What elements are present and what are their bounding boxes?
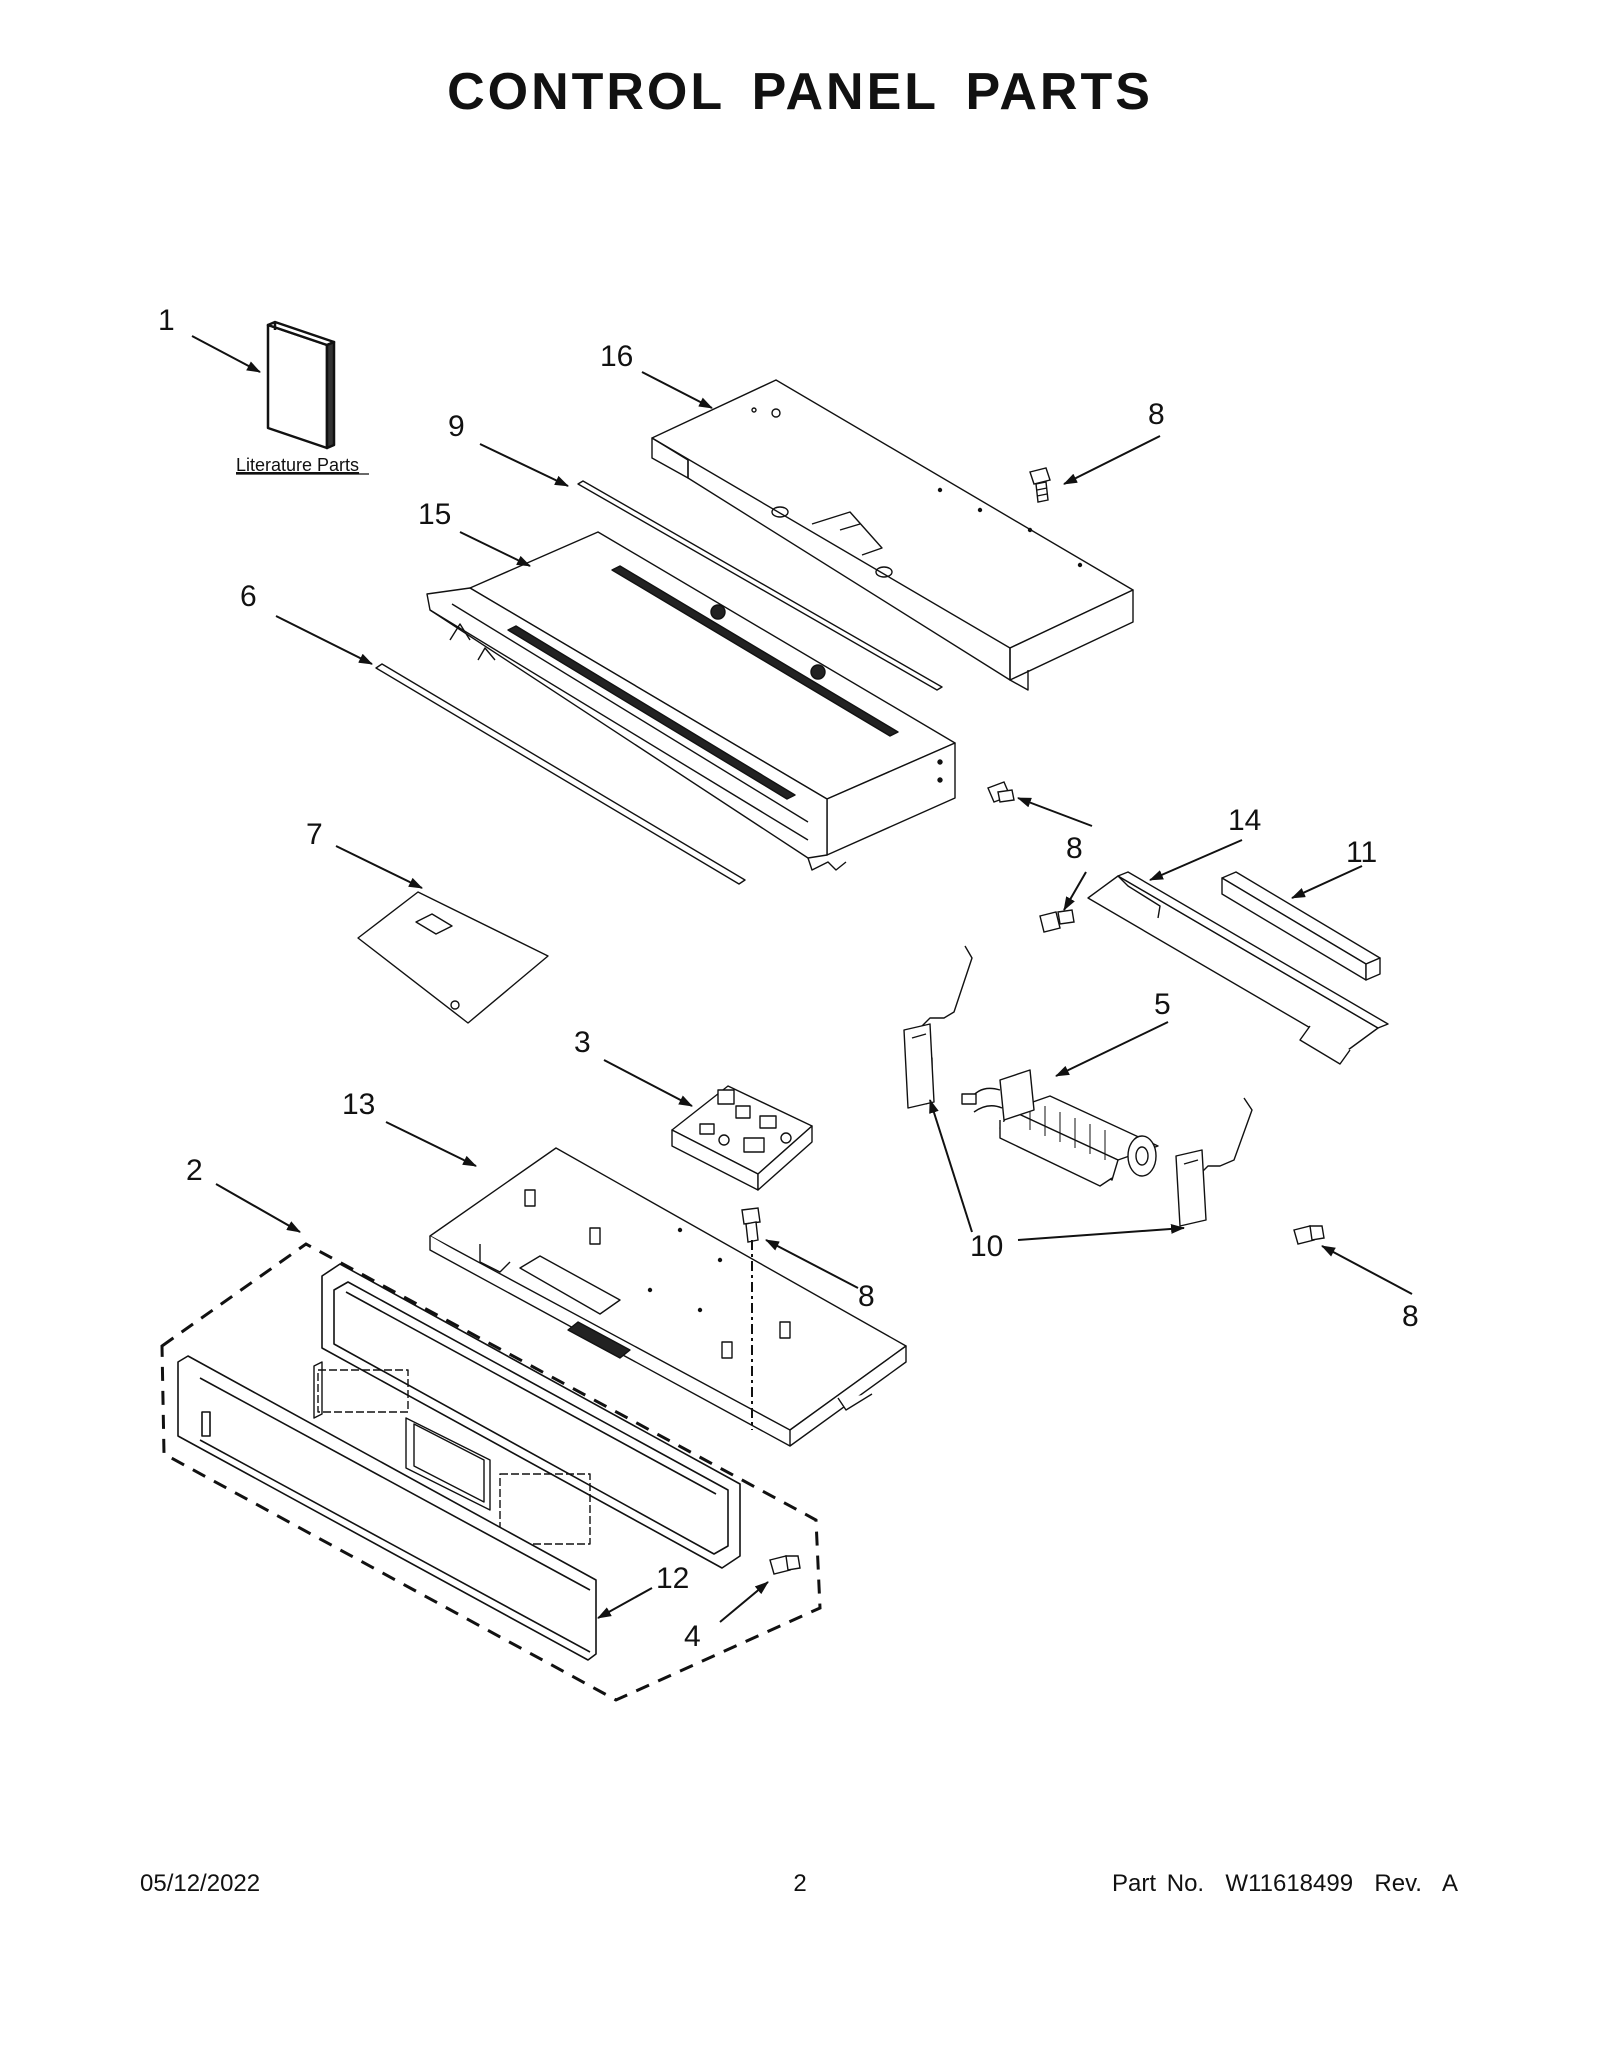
page-title: CONTROL PANEL PARTS [447,63,1153,121]
callout-8-top: 8 [1148,398,1165,431]
callout-16: 16 [600,340,633,373]
callout-6: 6 [240,580,257,613]
assembly-boundary-part-2 [160,1242,822,1702]
callout-12: 12 [656,1562,689,1595]
footer-part-number: Part No. W11618499 Rev. A [1112,1870,1458,1897]
foam-block-part-11 [1221,871,1381,981]
callout-8-fan: 8 [1402,1300,1419,1333]
long-strip-part-6 [375,663,746,885]
callout-7: 7 [306,818,323,851]
callout-4: 4 [684,1620,701,1653]
keypad-display-panel [313,1361,591,1545]
callout-8-housing: 8 [1066,832,1083,865]
callout-1: 1 [158,304,175,337]
footer-page-number: 2 [793,1870,807,1897]
callout-10: 10 [970,1230,1003,1263]
screw-icon-bezel [769,1555,801,1575]
callout-8-board: 8 [858,1280,875,1313]
insulation-plate-part-7 [357,891,549,1024]
bracket-part-14 [1087,871,1389,1065]
callout-11: 11 [1346,836,1377,869]
callout-2: 2 [186,1154,203,1187]
gasket-strip-part-9 [577,480,943,691]
footer-date: 05/12/2022 [140,1870,261,1897]
callout-5: 5 [1154,988,1171,1021]
fan-bracket-left-part-10 [903,945,973,1109]
leader-arrows [191,335,1413,1623]
callout-9: 9 [448,410,465,443]
screw-icon-housing [987,781,1015,803]
glass-front-panel [177,1355,597,1661]
literature-parts-label: Literature Parts [236,455,359,475]
callout-15: 15 [418,498,451,531]
literature-book-part-1 [266,320,336,450]
callout-14: 14 [1228,804,1261,837]
top-cover-part-16 [651,379,1134,691]
control-housing-part-15 [426,531,956,871]
screw-icon-top [1029,467,1051,503]
callout-13: 13 [342,1088,375,1121]
screw-icon-bracket [1039,909,1075,933]
screw-icon-board [741,1207,761,1243]
control-board-part-3 [671,1085,813,1191]
blower-fan-part-5 [961,1069,1159,1187]
bezel-frame [321,1263,741,1569]
fan-bracket-right-part-10 [1175,1097,1253,1227]
callout-3: 3 [574,1026,591,1059]
screw-icon-fan [1293,1225,1325,1245]
mounting-plate-part-13 [429,1147,907,1447]
